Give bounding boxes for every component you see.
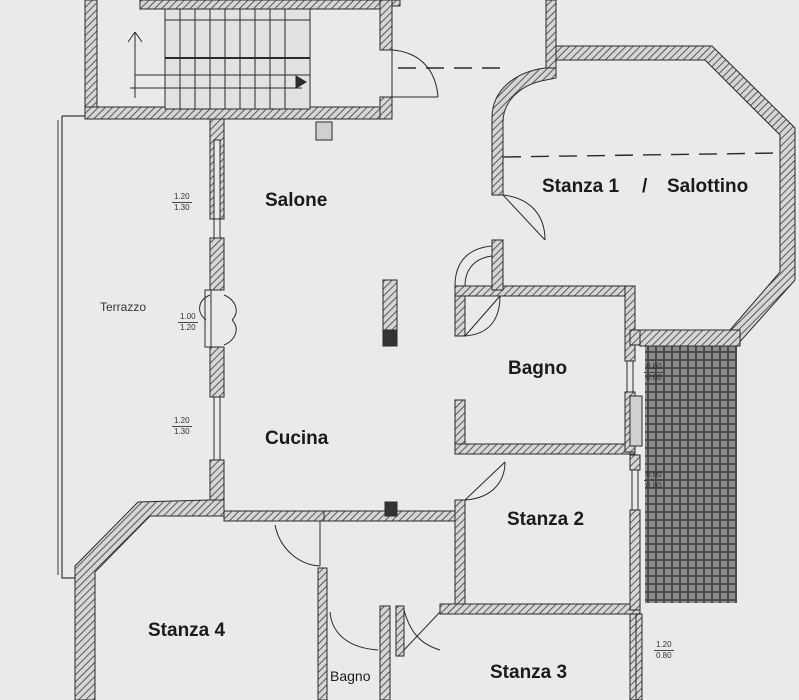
dimension-window-2: 1.20 1.30 bbox=[172, 416, 192, 437]
door-swings bbox=[274, 49, 546, 651]
dimension-width: 1.20 bbox=[172, 192, 192, 203]
terrazzo-outline bbox=[61, 115, 85, 579]
room-label-salone: Salone bbox=[265, 190, 328, 211]
dimension-door-terrazzo: 1.00 1.20 bbox=[178, 312, 198, 333]
room-label-stanza-2: Stanza 2 bbox=[507, 509, 585, 530]
dimension-window-bagno: 0.80 0.80 bbox=[644, 362, 664, 383]
dimension-window-1: 1.20 1.30 bbox=[172, 192, 192, 213]
terrazzo-door bbox=[199, 289, 237, 348]
dashed-lines bbox=[398, 67, 781, 158]
room-label-bagno-small: Bagno bbox=[330, 668, 371, 684]
dimension-height: 1.30 bbox=[174, 427, 190, 436]
dimension-height: 1.30 bbox=[174, 203, 190, 212]
room-label-terrazzo: Terrazzo bbox=[100, 300, 147, 314]
dimension-window-stanza-2: 0.80 0.80 bbox=[644, 470, 664, 491]
dimension-height: 0.80 bbox=[656, 651, 672, 660]
room-label-separator: / bbox=[642, 176, 648, 197]
dimension-width: 1.20 bbox=[654, 640, 674, 651]
staircase bbox=[127, 8, 311, 110]
room-label-stanza-3: Stanza 3 bbox=[490, 662, 568, 683]
balcony-tiles bbox=[645, 345, 737, 603]
room-label-salottino: Salottino bbox=[667, 176, 749, 197]
room-label-stanza-1: Stanza 1 bbox=[542, 176, 620, 197]
dimension-window-stanza-3: 1.20 0.80 bbox=[654, 640, 674, 661]
room-label-stanza-4: Stanza 4 bbox=[148, 620, 226, 641]
windows bbox=[213, 139, 639, 511]
dimension-width: 0.80 bbox=[644, 470, 664, 481]
room-label-bagno: Bagno bbox=[508, 358, 568, 379]
dimension-height: 0.80 bbox=[646, 373, 662, 382]
dimension-width: 1.20 bbox=[172, 416, 192, 427]
dimension-height: 0.80 bbox=[646, 481, 662, 490]
dimension-width: 0.80 bbox=[644, 362, 664, 373]
room-label-cucina: Cucina bbox=[265, 428, 329, 449]
dimension-width: 1.00 bbox=[178, 312, 198, 323]
dimension-height: 1.20 bbox=[180, 323, 196, 332]
